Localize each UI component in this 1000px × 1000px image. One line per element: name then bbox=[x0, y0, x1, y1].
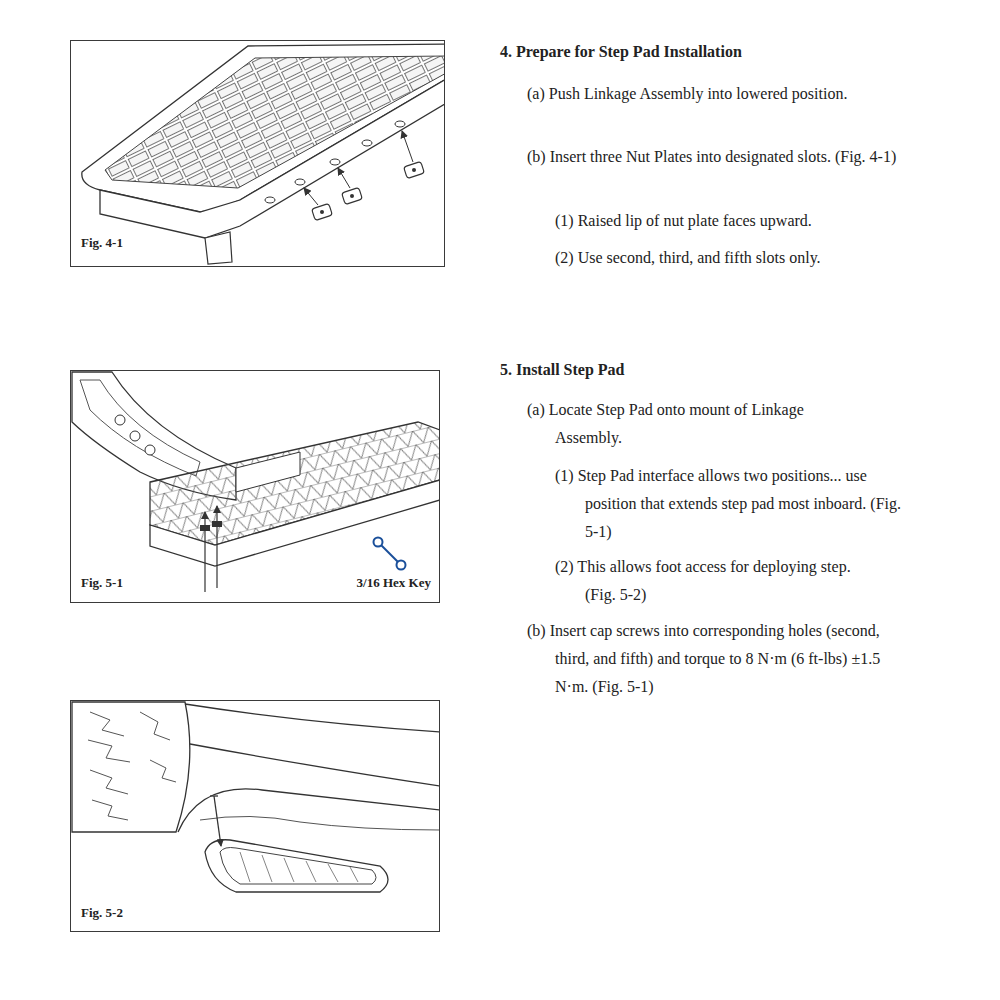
instruction-text: (a) Push Linkage Assembly into lowered p… bbox=[527, 80, 849, 108]
instruction-text: (b) Insert cap screws into corresponding… bbox=[527, 617, 887, 701]
figure-frame: Fig. 4-1 bbox=[70, 40, 445, 267]
instruction-text: (2) This allows foot access for deployin… bbox=[555, 553, 877, 609]
linkage-drawing bbox=[72, 372, 439, 592]
figure-number: Fig. 4-1 bbox=[81, 235, 123, 251]
figure-number: Fig. 5-1 bbox=[81, 575, 123, 591]
instruction-text: (2) Use second, third, and fifth slots o… bbox=[555, 244, 955, 272]
tool-label: 3/16 Hex Key bbox=[357, 575, 431, 591]
step-pad-drawing bbox=[82, 44, 444, 264]
vehicle-drawing bbox=[72, 702, 439, 892]
step-heading: 4. Prepare for Step Pad Installation bbox=[500, 38, 920, 66]
figure-frame: Fig. 5-2 bbox=[70, 700, 440, 932]
figure-number: Fig. 5-2 bbox=[81, 905, 123, 921]
step-heading: 5. Install Step Pad bbox=[500, 356, 920, 384]
instruction-text: (a) Locate Step Pad onto mount of Linkag… bbox=[527, 396, 867, 452]
instruction-text: (1) Step Pad interface allows two positi… bbox=[555, 462, 910, 546]
instruction-text: (b) Insert three Nut Plates into designa… bbox=[527, 143, 899, 171]
instruction-text: (1) Raised lip of nut plate faces upward… bbox=[555, 207, 955, 235]
figure-frame: Fig. 5-1 3/16 Hex Key bbox=[70, 370, 440, 603]
